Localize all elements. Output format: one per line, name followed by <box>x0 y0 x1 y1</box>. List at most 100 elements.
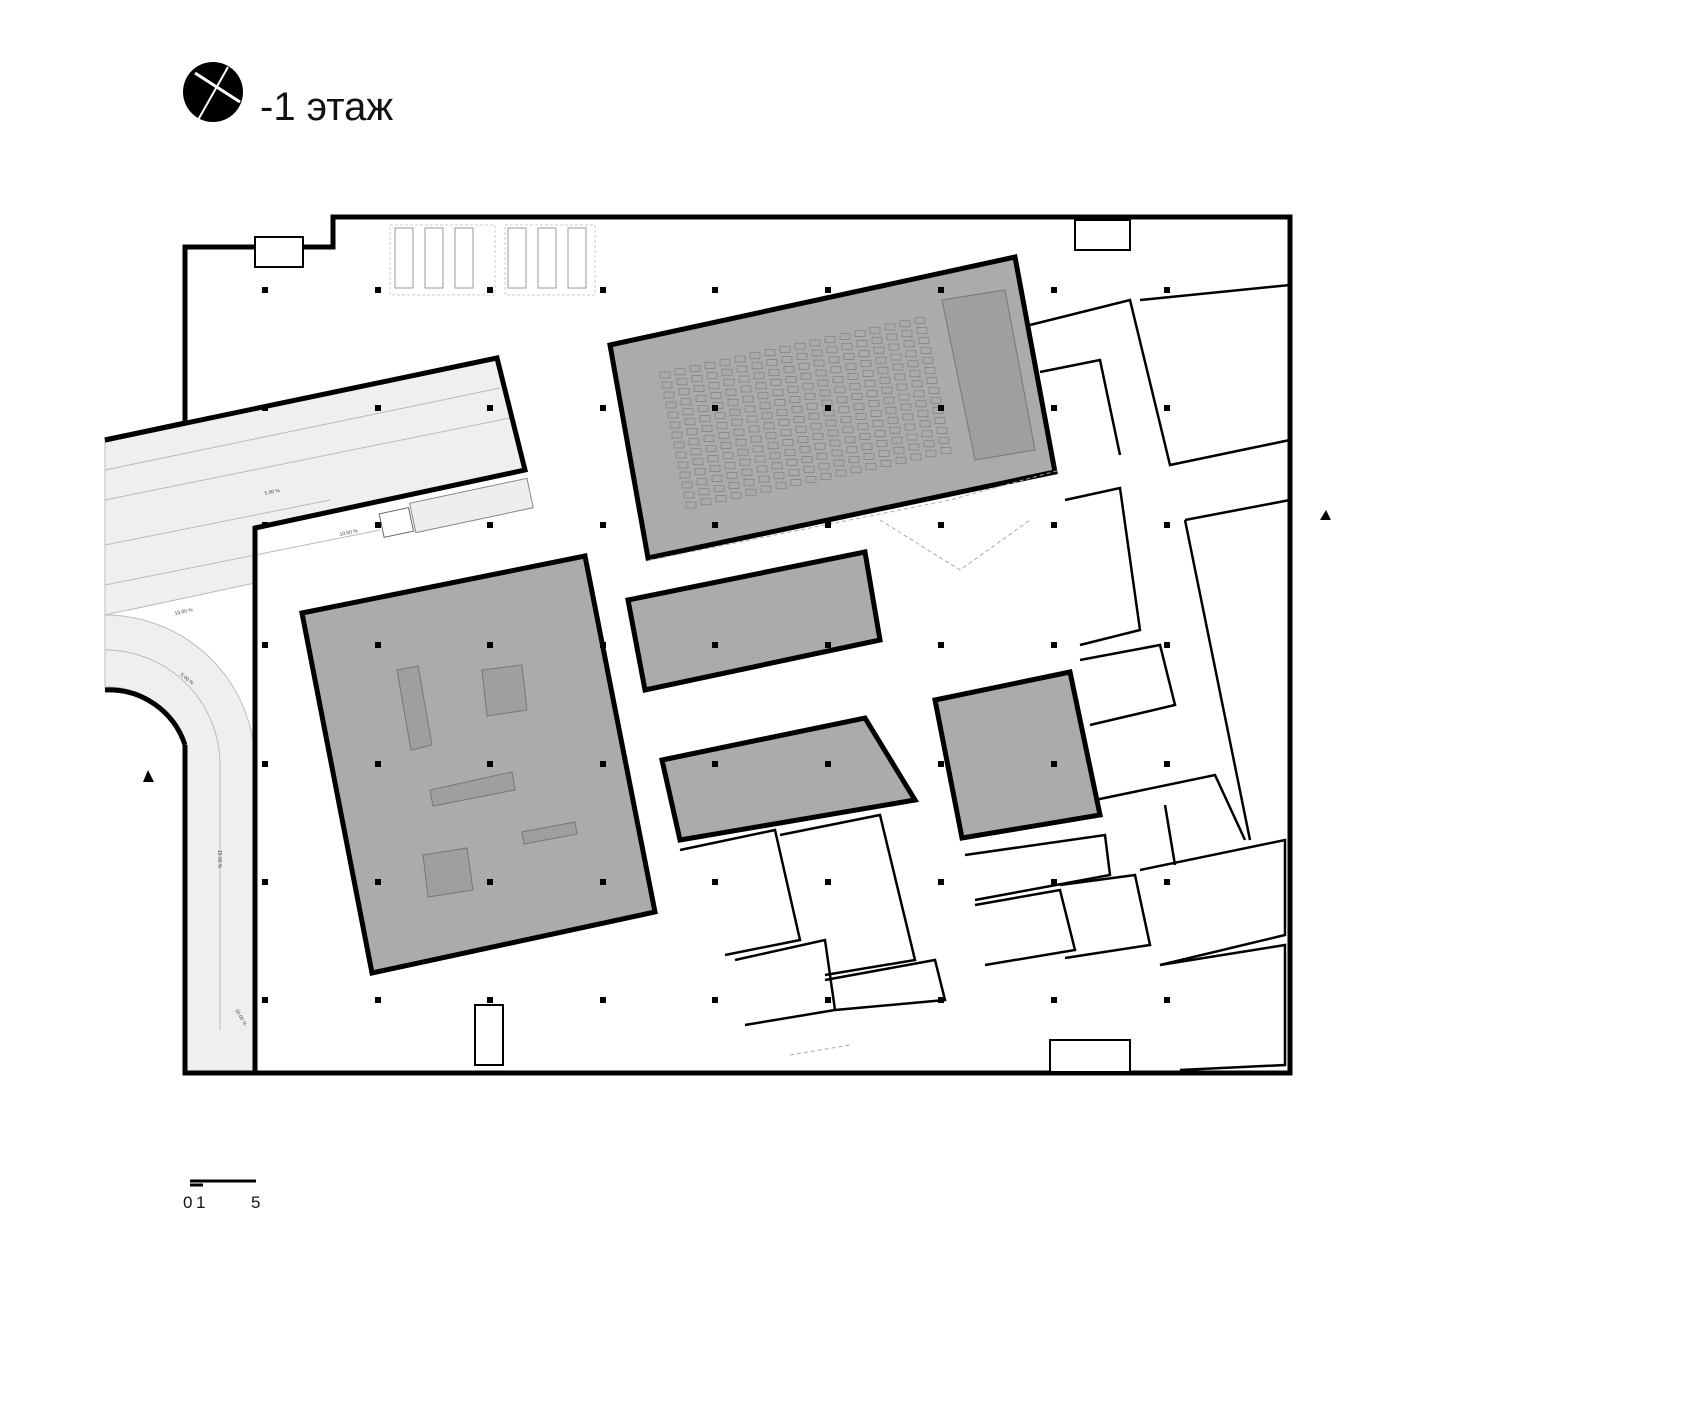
seat <box>881 386 893 394</box>
column <box>825 405 831 411</box>
seat <box>788 469 800 476</box>
curved-ramp: 5.00 % 15.00 % 10.00 % <box>104 614 256 1074</box>
seat <box>715 495 727 502</box>
seat <box>781 356 793 363</box>
seat <box>749 352 761 360</box>
seat <box>859 433 871 440</box>
column <box>262 761 268 767</box>
seat <box>785 376 797 383</box>
seat <box>920 347 932 354</box>
seat <box>901 330 913 338</box>
auditorium-seating <box>659 317 952 509</box>
seat <box>743 478 755 486</box>
seat <box>769 452 781 460</box>
column <box>1051 879 1057 885</box>
seat <box>871 336 883 344</box>
seat <box>877 366 889 374</box>
column <box>1051 522 1057 528</box>
seat <box>886 333 898 341</box>
seat <box>731 418 743 426</box>
seat <box>719 358 731 366</box>
seat <box>757 392 769 400</box>
seat <box>734 355 746 363</box>
seat <box>665 401 677 409</box>
seat <box>772 389 784 396</box>
column <box>938 287 944 293</box>
seat <box>856 340 868 347</box>
seat <box>674 368 686 376</box>
seat <box>913 390 925 398</box>
seat <box>918 337 930 344</box>
seat <box>838 406 850 414</box>
seat <box>921 430 933 438</box>
seat <box>910 453 922 461</box>
seat <box>922 357 934 364</box>
seat <box>736 365 748 373</box>
column <box>1164 522 1170 528</box>
seat <box>894 373 906 381</box>
seat <box>754 455 766 463</box>
seat <box>750 435 762 443</box>
seat <box>733 428 745 436</box>
column <box>375 522 381 528</box>
column <box>712 405 718 411</box>
column <box>600 522 606 528</box>
seat <box>783 366 795 373</box>
seat <box>940 447 952 454</box>
seat <box>667 411 679 419</box>
seat <box>812 432 824 440</box>
seat <box>790 479 802 486</box>
column <box>1164 997 1170 1003</box>
seat <box>857 423 869 430</box>
seat <box>806 402 818 410</box>
seat <box>835 469 847 477</box>
seat <box>782 439 794 446</box>
seat <box>795 426 807 433</box>
seat <box>767 442 779 450</box>
seat <box>870 410 882 417</box>
seat <box>663 391 675 399</box>
seat <box>677 461 689 469</box>
seat <box>872 420 884 427</box>
seat <box>751 362 763 370</box>
seat <box>934 417 946 424</box>
seat <box>727 398 739 406</box>
column <box>938 879 944 885</box>
entrance-arrow-icon <box>143 770 154 782</box>
seat <box>673 441 685 449</box>
seat <box>694 468 706 476</box>
seat <box>728 482 740 489</box>
seat <box>925 450 937 458</box>
seat <box>879 376 891 384</box>
column <box>1051 642 1057 648</box>
seat <box>779 346 791 353</box>
seat <box>748 425 760 433</box>
seat <box>875 356 887 364</box>
column <box>712 642 718 648</box>
seat <box>888 343 900 351</box>
column <box>712 287 718 293</box>
seat <box>681 481 693 489</box>
parking-spaces <box>389 224 596 296</box>
column <box>938 522 944 528</box>
seat <box>760 485 772 493</box>
seat <box>713 485 725 492</box>
seat <box>765 432 777 440</box>
seat <box>688 438 700 446</box>
entrance-arrow-icon <box>1320 510 1331 520</box>
rehearsal-hall <box>659 715 920 843</box>
exhibit <box>429 771 516 807</box>
column <box>375 997 381 1003</box>
column <box>600 879 606 885</box>
seat <box>919 420 931 428</box>
column <box>825 522 831 528</box>
seat <box>695 395 707 402</box>
seat <box>797 436 809 443</box>
seat <box>776 409 788 416</box>
column <box>262 997 268 1003</box>
seat <box>686 428 698 436</box>
exhibit <box>422 847 474 898</box>
scale-label: 5 <box>251 1193 260 1212</box>
seat <box>833 459 845 467</box>
column <box>262 522 268 528</box>
